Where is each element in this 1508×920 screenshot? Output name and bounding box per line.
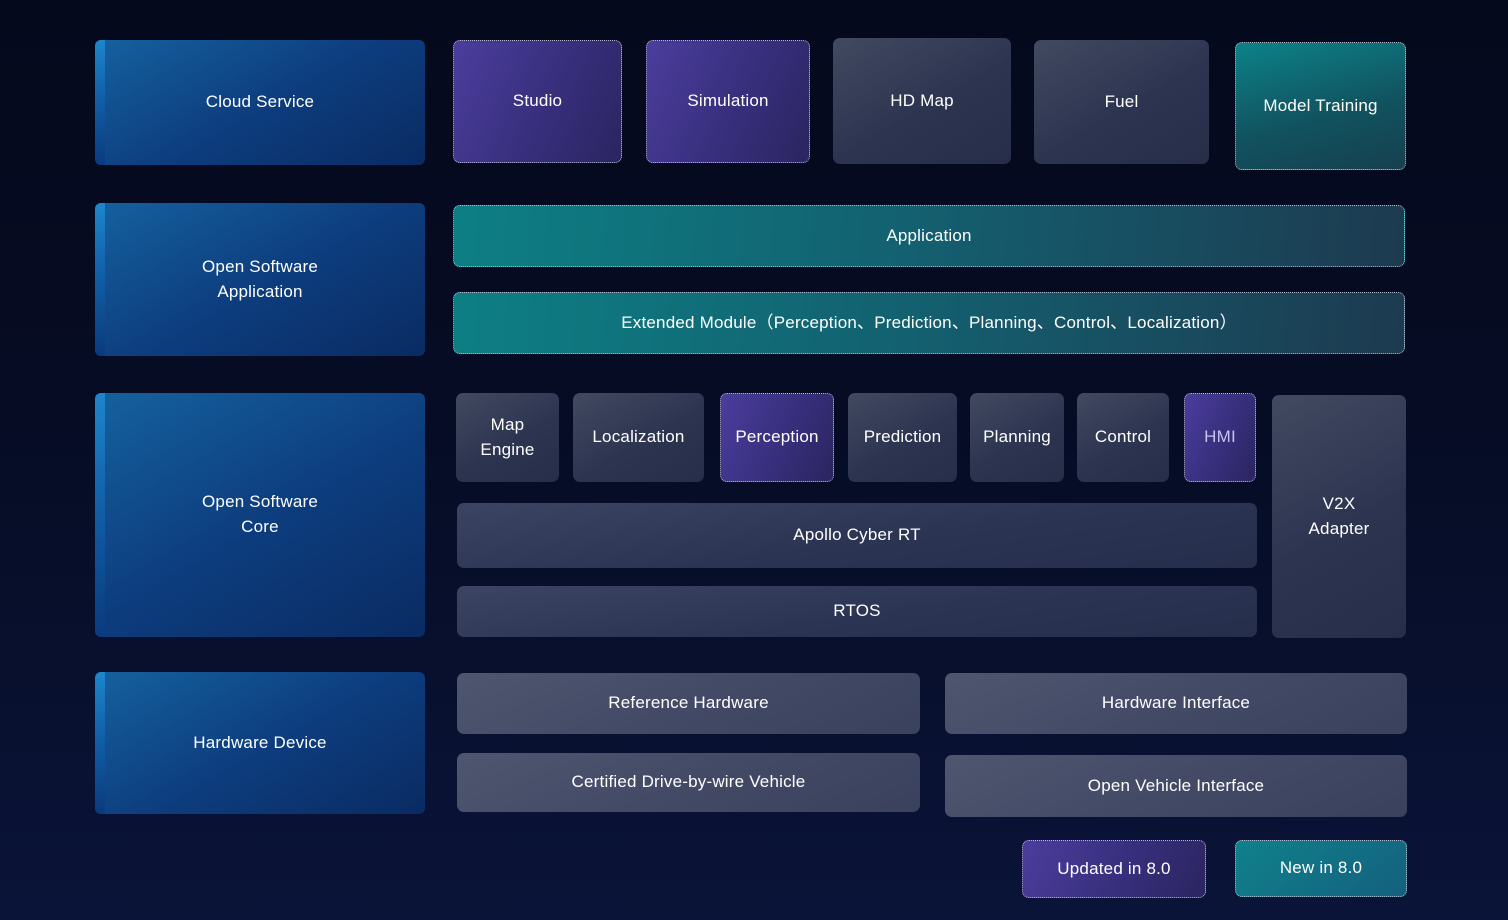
open-software-core-label: Open Software Core bbox=[202, 492, 318, 536]
map-engine-block: Map Engine bbox=[456, 393, 559, 482]
legend-updated-badge: Updated in 8.0 bbox=[1022, 840, 1206, 898]
cloud-service-block: Cloud Service bbox=[95, 40, 425, 165]
cloud-service-label: Cloud Service bbox=[205, 92, 315, 112]
apollo-cyber-rt-block: Apollo Cyber RT bbox=[457, 503, 1257, 568]
prediction-label: Prediction bbox=[863, 427, 942, 447]
apollo-cyber-rt-label: Apollo Cyber RT bbox=[793, 525, 921, 545]
localization-label: Localization bbox=[592, 427, 685, 447]
legend-new-badge: New in 8.0 bbox=[1235, 840, 1407, 897]
open-software-application-block: Open Software Application bbox=[95, 203, 425, 356]
map-engine-label: Map Engine bbox=[480, 414, 535, 459]
model-training-label: Model Training bbox=[1263, 95, 1378, 115]
hardware-device-label: Hardware Device bbox=[193, 732, 327, 752]
fuel-label: Fuel bbox=[1104, 91, 1139, 111]
extended-module-block: Extended Module（Perception、Prediction、Pl… bbox=[453, 292, 1405, 354]
open-software-core-block: Open Software Core bbox=[95, 393, 425, 637]
perception-block: Perception bbox=[720, 393, 834, 482]
open-software-application-label: Open Software Application bbox=[202, 256, 318, 301]
simulation-label: Simulation bbox=[687, 91, 769, 111]
localization-block: Localization bbox=[573, 393, 704, 482]
rtos-block: RTOS bbox=[457, 586, 1257, 637]
fuel-block: Fuel bbox=[1034, 40, 1209, 164]
open-vehicle-interface-label: Open Vehicle Interface bbox=[1087, 775, 1265, 795]
hardware-interface-block: Hardware Interface bbox=[945, 673, 1407, 734]
hardware-interface-label: Hardware Interface bbox=[1101, 693, 1251, 713]
model-training-block: Model Training bbox=[1235, 42, 1406, 170]
v2x-adapter-block: V2X Adapter bbox=[1272, 395, 1406, 638]
v2x-adapter-label: V2X Adapter bbox=[1308, 493, 1370, 538]
perception-label: Perception bbox=[735, 427, 819, 447]
hmi-block: HMI bbox=[1184, 393, 1256, 482]
control-label: Control bbox=[1094, 427, 1152, 447]
studio-label: Studio bbox=[512, 91, 563, 111]
hardware-device-block: Hardware Device bbox=[95, 672, 425, 814]
reference-hardware-label: Reference Hardware bbox=[608, 693, 769, 713]
hmi-label: HMI bbox=[1204, 427, 1236, 447]
certified-drive-by-wire-vehicle-block: Certified Drive-by-wire Vehicle bbox=[457, 753, 920, 812]
reference-hardware-block: Reference Hardware bbox=[457, 673, 920, 734]
planning-label: Planning bbox=[983, 427, 1051, 447]
extended-module-label: Extended Module（Perception、Prediction、Pl… bbox=[621, 312, 1237, 332]
certified-drive-by-wire-vehicle-label: Certified Drive-by-wire Vehicle bbox=[571, 772, 806, 792]
legend-new-label: New in 8.0 bbox=[1279, 858, 1363, 878]
simulation-block: Simulation bbox=[646, 40, 810, 163]
planning-block: Planning bbox=[970, 393, 1064, 482]
rtos-label: RTOS bbox=[833, 601, 881, 621]
hd-map-label: HD Map bbox=[890, 90, 954, 110]
hd-map-block: HD Map bbox=[833, 38, 1011, 164]
application-label: Application bbox=[886, 225, 972, 245]
studio-block: Studio bbox=[453, 40, 622, 163]
control-block: Control bbox=[1077, 393, 1169, 482]
legend-updated-label: Updated in 8.0 bbox=[1057, 858, 1171, 878]
prediction-block: Prediction bbox=[848, 393, 957, 482]
application-block: Application bbox=[453, 205, 1405, 267]
open-vehicle-interface-block: Open Vehicle Interface bbox=[945, 755, 1407, 817]
